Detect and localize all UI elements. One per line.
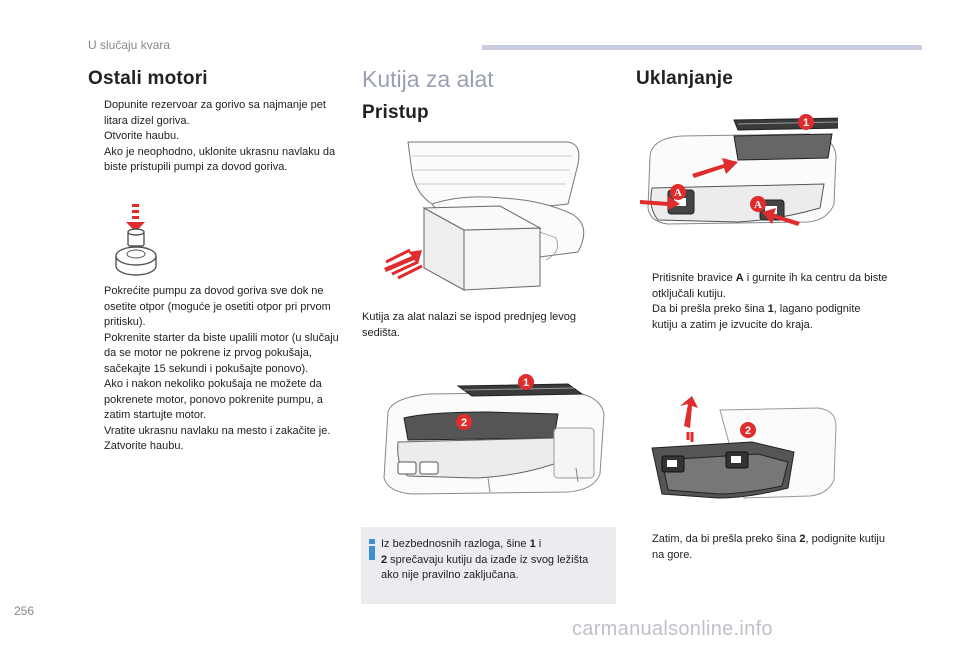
figure-label-1: 1 (803, 117, 809, 129)
figure-label-a: A (754, 199, 762, 211)
page-number: 256 (14, 604, 35, 618)
left-bullets-bottom: Pokrećite pumpu za dovod goriva sve dok … (88, 284, 344, 455)
right-bullets: Pritisnite bravice A i gurnite ih ka cen… (636, 271, 888, 333)
watermark: carmanualsonline.info (572, 618, 773, 640)
list-item: Zatim, da bi prešla preko šina 2, podign… (652, 533, 885, 561)
fuel-pump-illustration (115, 204, 157, 276)
list-item: Pritisnite bravice A i gurnite ih ka cen… (652, 272, 888, 300)
toolbox-unlock-illustration: 1 A A (640, 114, 838, 226)
list-item: Vratite ukrasnu navlaku na mesto i zakač… (104, 424, 331, 437)
middle-subtitle: Pristup (362, 102, 429, 123)
seat-toolbox-illustration (384, 141, 585, 291)
figure-label-a: A (674, 187, 682, 199)
list-item: Pokrećite pumpu za dovod goriva sve dok … (104, 285, 331, 328)
right-bullet-last: Zatim, da bi prešla preko šina 2, podign… (636, 532, 888, 563)
toolbox-lift-illustration: 2 (651, 396, 837, 499)
info-text: Iz bezbednosnih razloga, šine 1 i 2 spre… (381, 538, 589, 581)
list-item: Zatvorite haubu. (104, 440, 184, 452)
list-item: Ako i nakon nekoliko pokušaja ne možete … (104, 378, 323, 421)
list-item: Otvorite haubu. (104, 130, 180, 142)
list-item: Pokrenite starter da biste upalili motor… (104, 331, 339, 375)
middle-paragraph: Kutija za alat nalazi se ispod prednjeg … (362, 311, 577, 339)
toolbox-rails-illustration: 1 2 (383, 374, 605, 495)
figure-label-2: 2 (745, 425, 751, 437)
info-icon (368, 539, 376, 561)
header-section-title: U slučaju kvara (88, 38, 171, 52)
figure-label-2: 2 (461, 417, 467, 429)
header-bar (482, 45, 922, 50)
list-item: Ako je neophodno, uklonite ukrasnu navla… (104, 145, 336, 174)
list-item: Dopunite rezervoar za gorivo sa najmanje… (104, 99, 326, 127)
left-bullets-top: Dopunite rezervoar za gorivo sa najmanje… (88, 98, 344, 176)
right-title: Uklanjanje (636, 68, 734, 89)
info-box: Iz bezbednosnih razloga, šine 1 i 2 spre… (361, 527, 616, 604)
left-title: Ostali motori (88, 68, 208, 89)
figure-label-1: 1 (523, 377, 529, 389)
middle-title: Kutija za alat (362, 66, 494, 92)
list-item: Da bi prešla preko šina 1, lagano podign… (652, 303, 861, 331)
